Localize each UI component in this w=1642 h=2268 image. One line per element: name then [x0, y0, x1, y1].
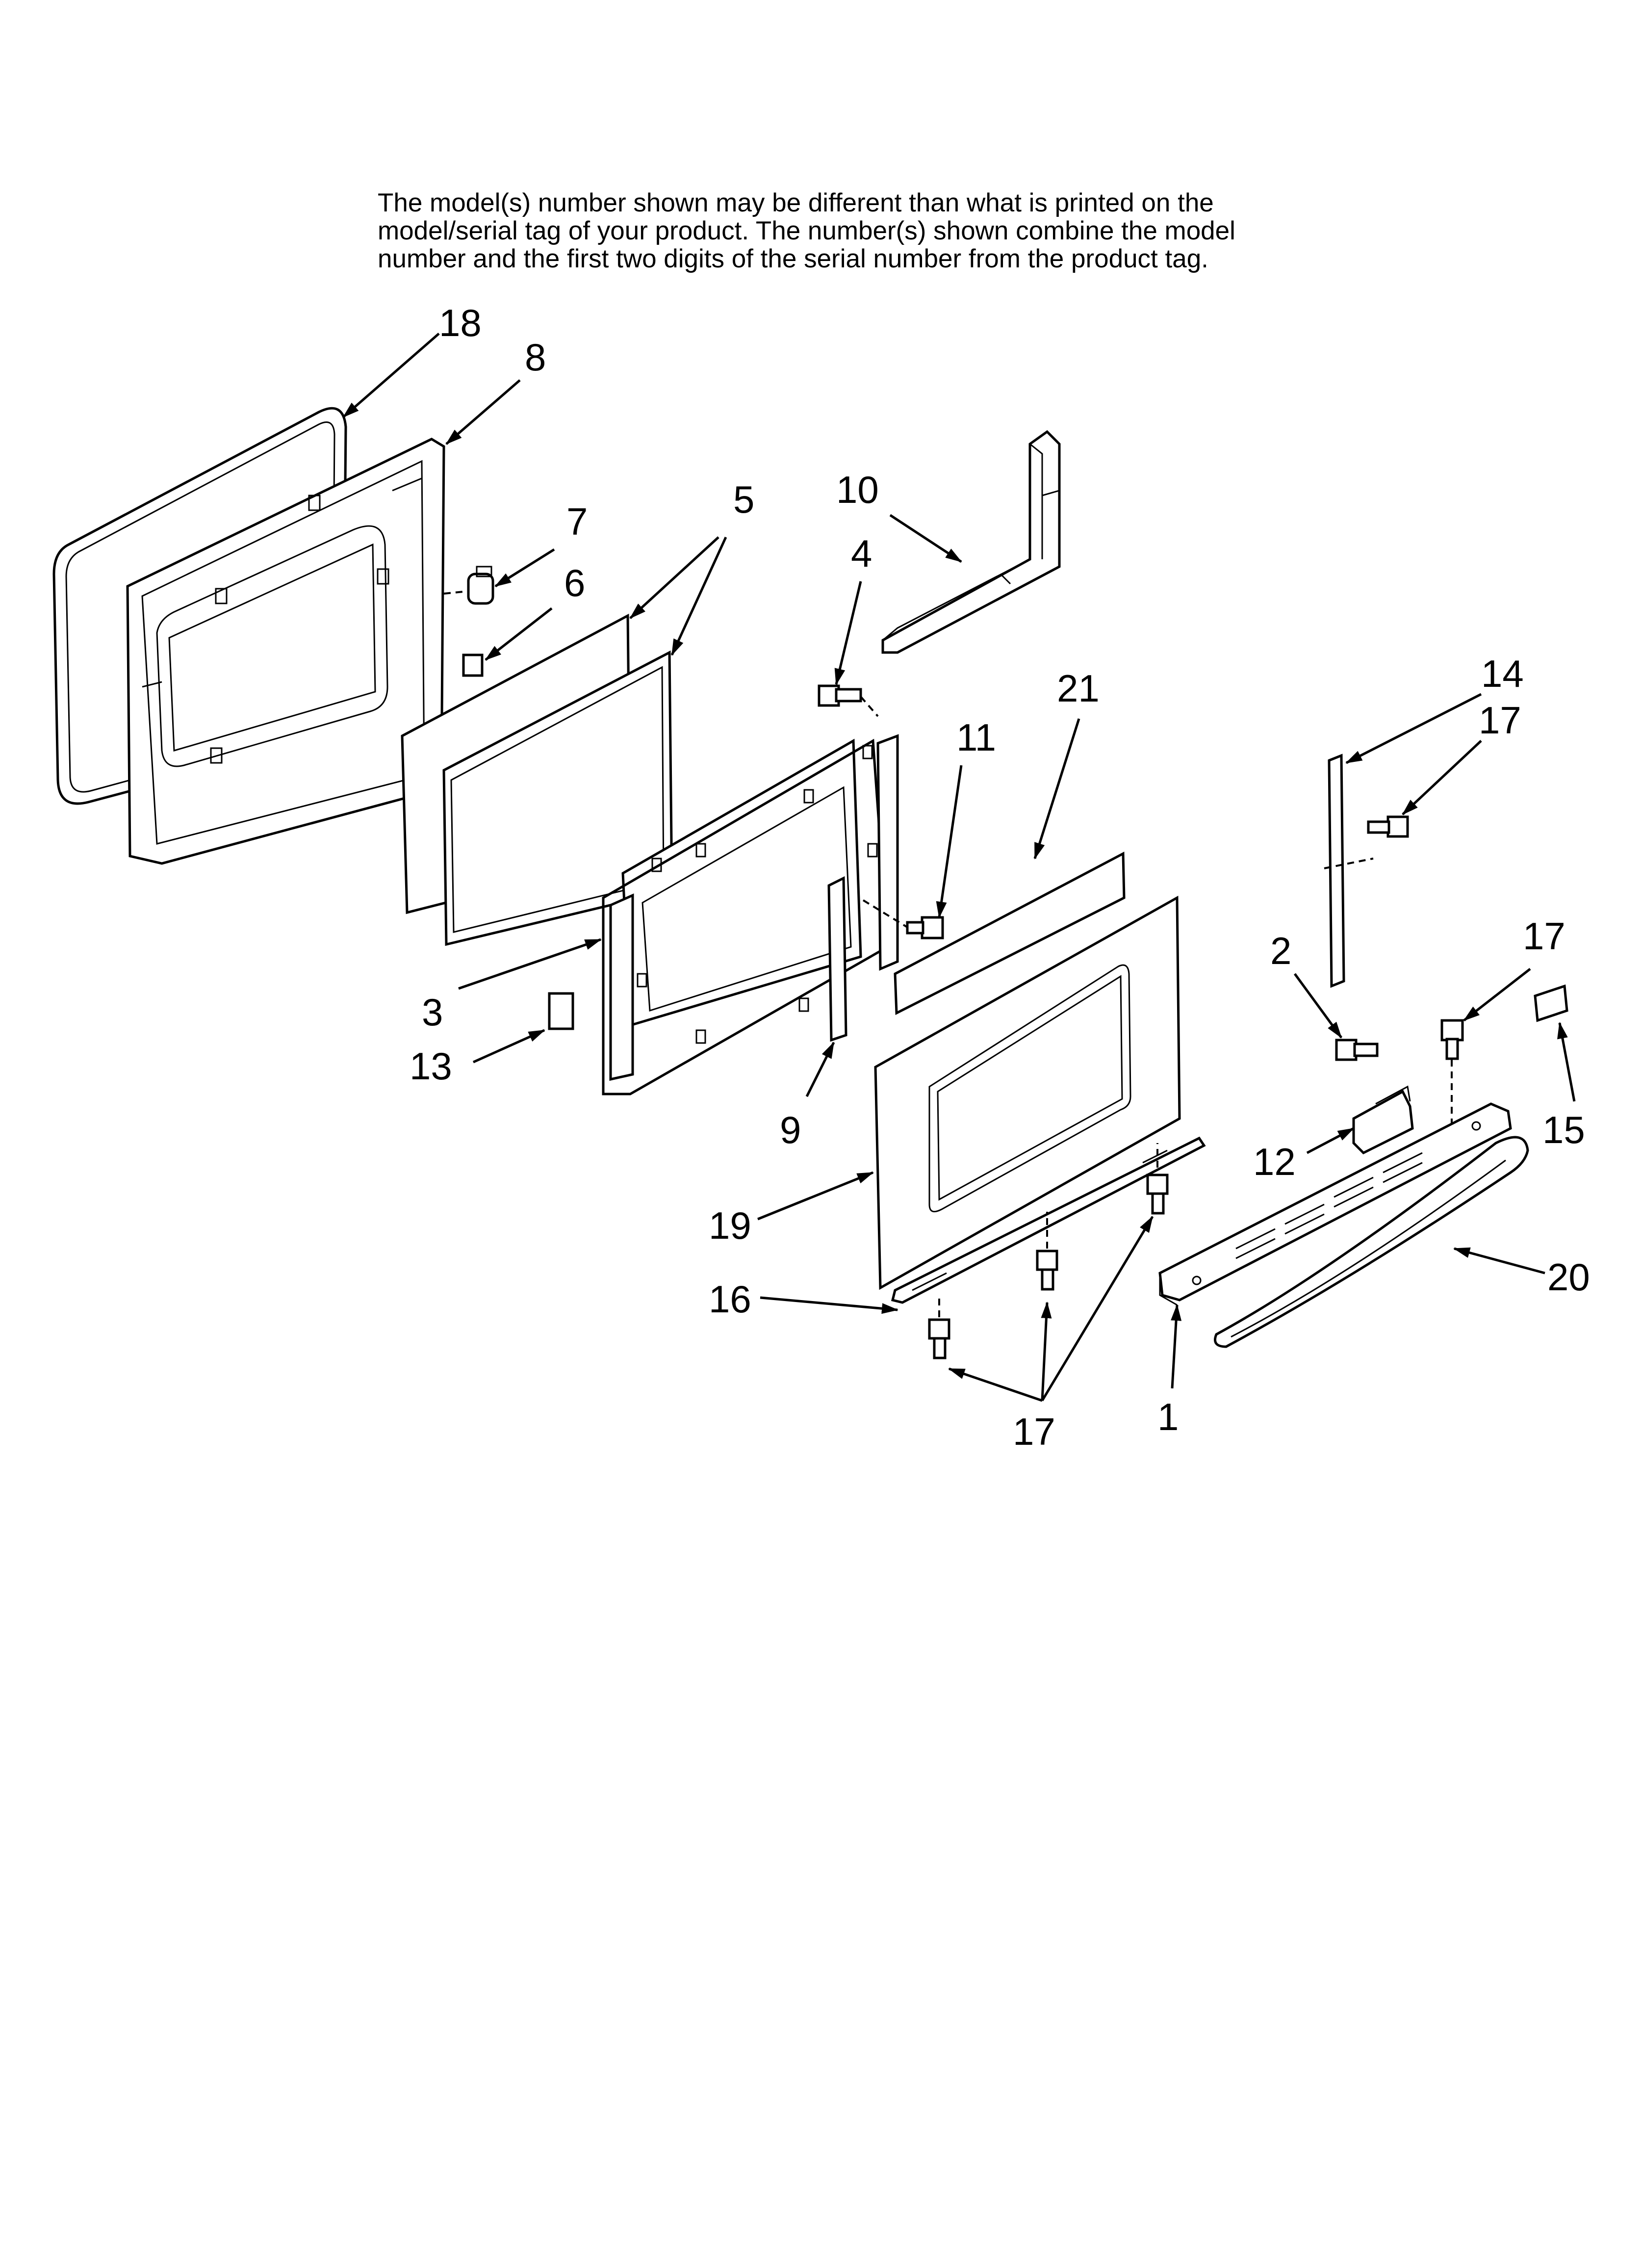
callout-12: 12 — [1253, 1140, 1296, 1183]
notice-line-3: number and the first two digits of the s… — [378, 244, 1208, 274]
callout-4: 4 — [851, 532, 872, 575]
callout-16: 16 — [709, 1277, 751, 1321]
callout-10: 10 — [836, 468, 879, 511]
callout-15: 15 — [1542, 1108, 1585, 1151]
part-8-inner-door-frame — [126, 438, 445, 865]
callout-21: 21 — [1057, 667, 1100, 710]
part-13-label — [548, 992, 574, 1030]
part-16-bottom-trim — [891, 1136, 1206, 1304]
part-7-hinge-receptacle — [443, 566, 494, 605]
callout-7: 7 — [566, 500, 588, 543]
callout-1: 1 — [1157, 1395, 1179, 1438]
part-19-outer-door-panel — [874, 895, 1181, 1290]
part-4-screw — [818, 684, 879, 717]
part-6-clip — [462, 653, 484, 677]
part-17-screws-bottom — [928, 1143, 1169, 1359]
part-17-screw-upper — [1367, 815, 1409, 838]
callout-18: 18 — [439, 301, 482, 344]
part-9-channel — [827, 876, 847, 1042]
part-1-handle-channel — [1158, 1102, 1512, 1306]
part-side-bracket — [876, 734, 899, 971]
callout-6: 6 — [564, 561, 585, 604]
leader-lines — [342, 333, 1576, 1402]
callout-2: 2 — [1270, 929, 1291, 972]
callout-13: 13 — [410, 1044, 452, 1088]
callout-3: 3 — [422, 991, 443, 1034]
callout-5: 5 — [733, 478, 754, 521]
notice-line-1: The model(s) number shown may be differe… — [378, 188, 1214, 217]
callout-8: 8 — [525, 336, 546, 379]
part-21-insulation — [894, 851, 1126, 1015]
part-20-door-handle — [1214, 1136, 1529, 1348]
callout-14: 14 — [1481, 652, 1524, 695]
part-12-bracket — [1352, 1085, 1414, 1155]
callout-17-bottom: 17 — [1013, 1410, 1055, 1453]
callout-20: 20 — [1547, 1255, 1590, 1299]
callout-17-right: 17 — [1523, 914, 1565, 958]
part-11-screw — [862, 899, 944, 939]
part-14-rod — [1324, 754, 1374, 988]
part-17-screw-right — [1440, 1019, 1464, 1128]
notice-line-2: model/serial tag of your product. The nu… — [378, 216, 1235, 246]
part-3-glass-support-frame — [602, 738, 889, 1095]
part-2-screw — [1335, 1039, 1379, 1061]
callout-19: 19 — [709, 1204, 751, 1247]
part-15-label — [1534, 984, 1568, 1022]
callout-9: 9 — [780, 1108, 801, 1151]
callout-11: 11 — [956, 716, 996, 759]
callout-17-upper: 17 — [1479, 699, 1521, 742]
model-number-notice: The model(s) number shown may be differe… — [378, 189, 1408, 273]
part-10-vent-duct — [881, 430, 1061, 654]
